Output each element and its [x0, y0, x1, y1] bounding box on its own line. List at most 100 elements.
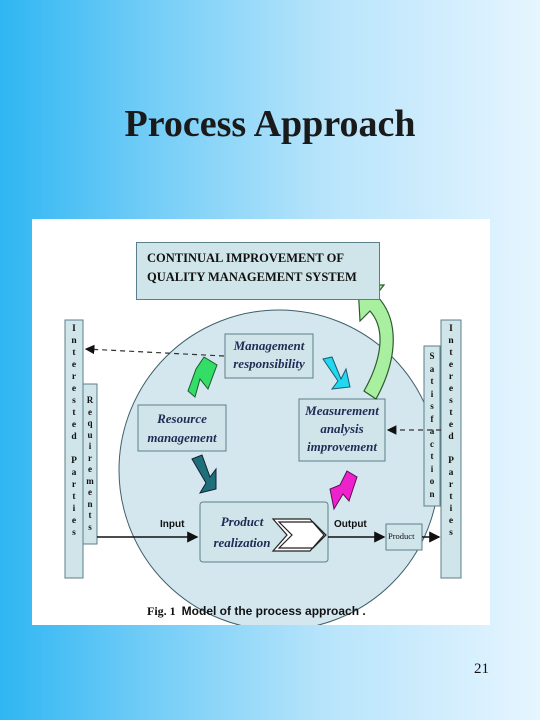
satisfaction-letter: t: [430, 376, 434, 386]
right_column-letter: s: [449, 396, 453, 406]
left_column-letter: e: [71, 420, 77, 430]
left_column-letter: t: [72, 492, 76, 502]
left_column-letter: t: [72, 408, 76, 418]
requirements-letter: u: [87, 429, 93, 440]
left_column-letter: e: [71, 384, 77, 394]
requirements-letter: n: [87, 498, 93, 509]
management-responsibility-label: Management responsibility: [225, 337, 313, 373]
measure-line-3: improvement: [306, 439, 378, 454]
product-line-1: Product: [220, 514, 264, 529]
figure-caption: Fig. 1 Model of the process approach .: [147, 604, 366, 619]
satisfaction-letter: a: [429, 426, 435, 436]
resource-box: [137, 404, 227, 452]
left_column-letter: [65, 443, 83, 455]
right_column-letter: [441, 443, 461, 455]
satisfaction-letter: f: [430, 413, 434, 424]
right-parties-bar: [440, 319, 462, 579]
green-cycle-arrow-icon: [187, 356, 218, 398]
diagram-graphics: [64, 284, 462, 625]
requirements-letter: e: [88, 464, 92, 474]
caption-text: Model of the process approach .: [181, 604, 366, 618]
right_column-letter: a: [448, 468, 454, 478]
resource-management-label: Resource management: [138, 409, 226, 447]
right_column-letter: r: [448, 480, 454, 490]
improvement-curved-arrow-icon: [357, 284, 394, 400]
requirements-letter: s: [88, 521, 92, 532]
measurement-analysis-label: Measurement analysis improvement: [299, 402, 385, 456]
ci-line-1: CONTINUAL IMPROVEMENT OF: [147, 251, 345, 265]
magenta-cycle-arrow-icon: [329, 470, 358, 511]
right_column-letter: d: [448, 432, 454, 442]
right_column-letter: r: [448, 372, 454, 382]
measurement-box: [298, 398, 386, 462]
left_column-letter: n: [71, 336, 77, 346]
satisfaction-letter: t: [430, 451, 434, 461]
requirements-letter: m: [86, 475, 94, 486]
satisfaction-letter: i: [430, 388, 434, 399]
right_column-letter: t: [449, 348, 453, 358]
page-number: 21: [474, 661, 489, 677]
requirements-letter: R: [86, 395, 94, 405]
continual-improvement-box: CONTINUAL IMPROVEMENT OF QUALITY MANAGEM…: [136, 242, 380, 300]
requirements-letter: r: [88, 452, 92, 463]
output-label: Output: [334, 519, 367, 530]
left_column-letter: r: [71, 480, 77, 490]
left_column-letter: I: [72, 324, 76, 334]
left_column-letter: s: [72, 528, 76, 538]
satisfaction-letter: n: [429, 488, 435, 499]
left_column-letter: a: [71, 468, 77, 478]
caption-fig-number: Fig. 1: [147, 604, 176, 618]
left_column-letter: i: [72, 504, 76, 514]
right_column-letter: e: [448, 384, 454, 394]
product-realization-label: Product realization: [200, 511, 284, 553]
requirements-letter: t: [88, 510, 92, 520]
process-model-diagram: CONTINUAL IMPROVEMENT OF QUALITY MANAGEM…: [32, 219, 490, 625]
mgmt-line-2: responsibility: [233, 356, 305, 371]
satisfaction-letter: S: [429, 351, 435, 361]
teal-cycle-arrow-icon: [191, 454, 217, 494]
satisfaction-letter: c: [430, 438, 434, 449]
left_column-letter: e: [71, 360, 77, 370]
measure-line-2: analysis: [320, 421, 364, 436]
right_column-letter: t: [449, 408, 453, 418]
mgmt-line-1: Management: [233, 338, 305, 353]
right_column-letter: i: [449, 504, 453, 514]
slide-title: Process Approach: [124, 103, 416, 145]
left_column-letter: r: [71, 372, 77, 382]
cyan-cycle-arrow-icon: [322, 356, 351, 390]
requirements-letter: e: [88, 487, 92, 497]
satisfaction-bar: [423, 345, 441, 507]
product-output-label: Product: [388, 531, 415, 541]
right_column-letter: e: [448, 420, 454, 430]
product-output-box: [385, 523, 423, 551]
satisfaction-letter: a: [429, 363, 435, 374]
right_column-letter: t: [449, 492, 453, 502]
right_column-letter: P: [448, 456, 454, 466]
satisfaction-letter: o: [429, 476, 435, 486]
measure-line-1: Measurement: [305, 403, 379, 418]
right_column-letter: I: [449, 324, 453, 334]
left_column-letter: s: [72, 396, 76, 406]
product-line-2: realization: [213, 535, 271, 550]
resource-line-2: management: [147, 430, 217, 445]
satisfaction-letter: s: [430, 401, 434, 411]
management-box: [224, 333, 314, 379]
right_column-letter: e: [448, 516, 454, 526]
right_column-letter: n: [448, 336, 454, 346]
left_column-letter: e: [71, 516, 77, 526]
left_column-letter: P: [71, 456, 77, 466]
satisfaction-letter: i: [430, 463, 434, 474]
requirements-letter: q: [87, 418, 93, 428]
left_column-letter: t: [72, 348, 76, 358]
ci-line-2: QUALITY MANAGEMENT SYSTEM: [147, 270, 357, 284]
resource-line-1: Resource: [157, 411, 207, 426]
right_column-letter: e: [448, 360, 454, 370]
right_column-letter: s: [449, 528, 453, 538]
input-label: Input: [160, 519, 185, 530]
requirements-bar: [82, 383, 98, 545]
requirements-letter: i: [88, 441, 92, 451]
